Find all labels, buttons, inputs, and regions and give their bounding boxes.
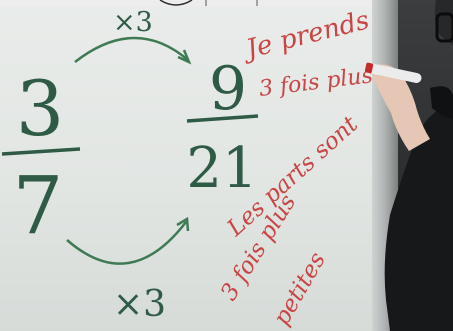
glasses-icon: [435, 12, 453, 43]
top-arrow: [74, 36, 189, 63]
fraction-right-bar: [186, 114, 259, 123]
multiplier-top: ×3: [113, 7, 153, 38]
multiplier-bottom: ×3: [113, 284, 166, 325]
bottom-arrow-head: [176, 216, 190, 232]
teacher-figure: [364, 0, 453, 331]
fraction-left-denominator: 7: [13, 159, 64, 252]
fraction-right-denominator: 21: [186, 136, 257, 201]
hair: [430, 86, 453, 120]
note-top-line-1: Je prends: [239, 5, 373, 66]
board-top-strip: [0, 0, 453, 6]
hand: [372, 64, 430, 151]
fraction-left-numerator: 3: [16, 64, 64, 153]
bottom-arrow: [66, 221, 187, 265]
marker-tip: [364, 62, 374, 74]
whiteboard: [0, 0, 392, 331]
fraction-left-bar: [1, 147, 81, 156]
note-bottom-line-3: petites: [269, 248, 331, 330]
sweater: [384, 105, 453, 331]
note-top-line-2: 3 fois plus: [258, 63, 374, 102]
top-arrow-head: [177, 49, 192, 65]
head: [434, 0, 453, 45]
marker: [365, 63, 422, 83]
top-edge-mark: [159, 0, 193, 6]
fraction-right-numerator: 9: [209, 54, 247, 124]
